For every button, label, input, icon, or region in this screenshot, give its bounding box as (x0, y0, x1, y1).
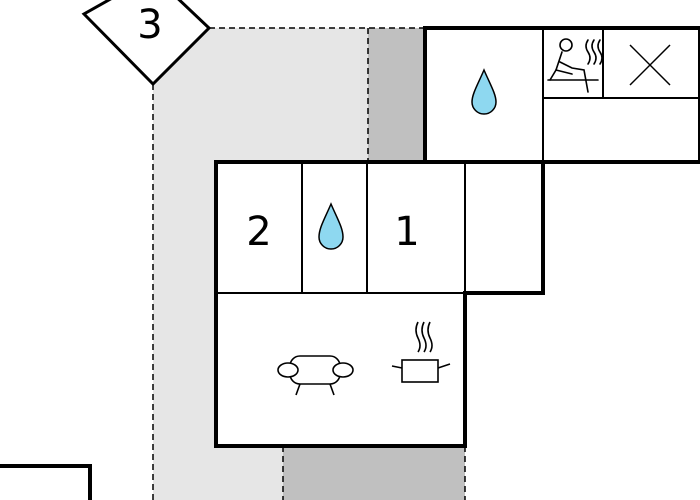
building-marker: 3 (81, 0, 212, 87)
terrace-dark-top (368, 28, 425, 162)
building-marker-label: 3 (137, 2, 162, 48)
terrace-dark-bottom (283, 446, 465, 500)
cooking-pot-icon (391, 321, 451, 383)
room-label-bedroom-2: 2 (246, 209, 271, 255)
water-drop-icon (318, 202, 344, 250)
sofa-icon (277, 355, 354, 396)
room-label-bedroom-1: 1 (394, 209, 419, 255)
cross-mark-icon (629, 44, 671, 86)
sauna-icon (547, 38, 603, 93)
water-drop-icon (471, 68, 497, 115)
terrace-outline (152, 27, 466, 500)
